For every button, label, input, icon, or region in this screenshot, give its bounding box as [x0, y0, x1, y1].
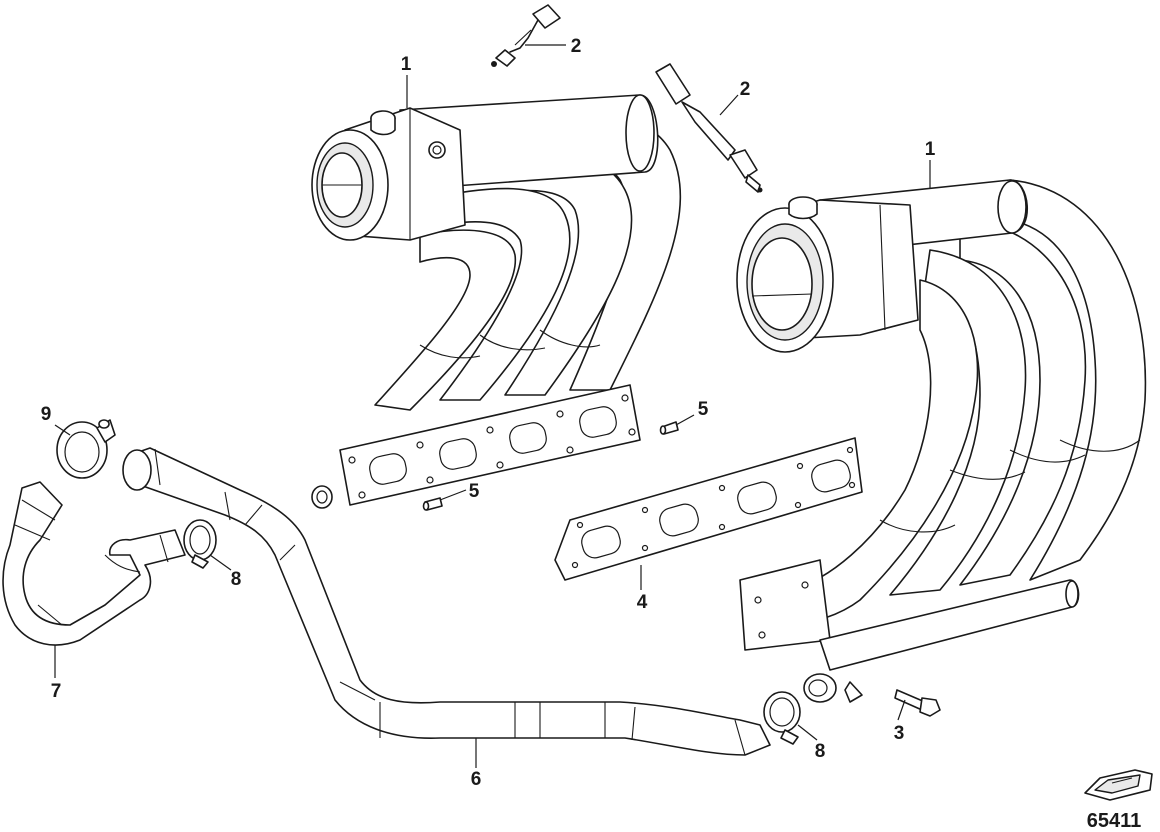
leader-lines	[54, 44, 931, 768]
hose-clamp-lower	[763, 691, 801, 745]
hose-clamp-9	[56, 419, 116, 479]
callout-2-lower: 2	[740, 79, 751, 100]
exhaust-manifold-right	[736, 179, 1147, 703]
callout-1-left: 1	[401, 54, 412, 75]
callout-labels: 1 1 2 2 3 4 5 5 6 7 8 8 9	[41, 36, 936, 790]
callout-6: 6	[471, 769, 482, 790]
oxygen-sensor-lower	[655, 63, 763, 193]
callout-7: 7	[51, 681, 62, 702]
dowel-pin-upper	[659, 421, 679, 435]
hose-clamp-upper	[183, 519, 217, 569]
figure-number: 65411	[1087, 810, 1142, 832]
boat-outline-icon	[1084, 769, 1153, 801]
callout-1-right: 1	[925, 139, 936, 160]
callout-8-upper: 8	[231, 569, 242, 590]
exhaust-hose-long	[122, 447, 771, 756]
oxygen-sensor-upper	[491, 4, 561, 67]
manifold-gasket	[554, 437, 863, 581]
callout-9: 9	[41, 404, 52, 425]
callout-5-upper: 5	[698, 399, 709, 420]
exhaust-hose-elbow	[2, 481, 186, 646]
dowel-pin-lower	[422, 497, 443, 511]
flange-ports-left	[369, 406, 617, 485]
callout-2-upper: 2	[571, 36, 582, 57]
callout-3: 3	[894, 723, 905, 744]
callout-4: 4	[637, 592, 648, 613]
callout-5-lower: 5	[469, 481, 480, 502]
exhaust-manifold-left	[311, 94, 682, 509]
bolt	[894, 689, 941, 717]
callout-8-lower: 8	[815, 741, 826, 762]
